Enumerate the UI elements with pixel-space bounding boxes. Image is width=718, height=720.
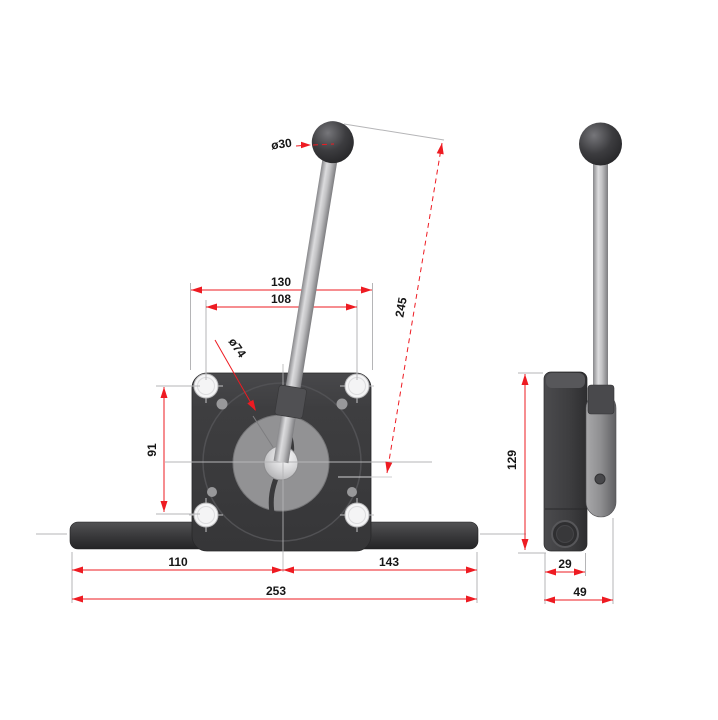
dimension-91: 91 [145, 385, 200, 515]
dim-label-dia30: ø30 [270, 136, 293, 153]
dim-label-110: 110 [168, 555, 188, 569]
side-view [543, 122, 622, 552]
dimension-dia30: ø30 [270, 136, 335, 153]
screw-hole [189, 369, 223, 403]
dimension-130: 130 [190, 275, 373, 370]
screw-hole [340, 498, 374, 532]
dim-label-143: 143 [379, 555, 399, 569]
plate-pins [207, 398, 357, 497]
dimension-253: 253 [72, 584, 477, 603]
lever-clamp-side [587, 384, 615, 415]
dim-label-253: 253 [266, 584, 286, 598]
lever-knob [311, 121, 354, 164]
dim-label-dia74: ø74 [226, 335, 250, 360]
dimension-49: 49 [544, 518, 614, 604]
dimension-129: 129 [505, 372, 546, 554]
lever-clamp [274, 384, 307, 419]
dimension-110-143: 110 143 [71, 552, 478, 603]
holder-pin [594, 473, 606, 485]
dim-label-108: 108 [271, 292, 291, 306]
dimension-108: 108 [205, 292, 358, 380]
dim-label-91: 91 [145, 443, 159, 457]
control-lever [273, 121, 354, 464]
side-lever-rod [593, 160, 608, 392]
side-lever-knob [579, 122, 622, 166]
side-body-top-cap [546, 373, 585, 388]
bottom-boss-inner [556, 525, 574, 543]
dim-label-129: 129 [505, 450, 519, 470]
dimension-245: 245 [343, 123, 445, 474]
dim-label-29: 29 [558, 557, 572, 571]
dimension-29: 29 [544, 553, 586, 604]
dim-label-49: 49 [573, 585, 587, 599]
dim-label-130: 130 [271, 275, 291, 289]
screw-holes [189, 369, 374, 532]
dim-label-245: 245 [392, 296, 409, 318]
lever-rod [273, 142, 340, 464]
screw-hole [189, 498, 223, 532]
